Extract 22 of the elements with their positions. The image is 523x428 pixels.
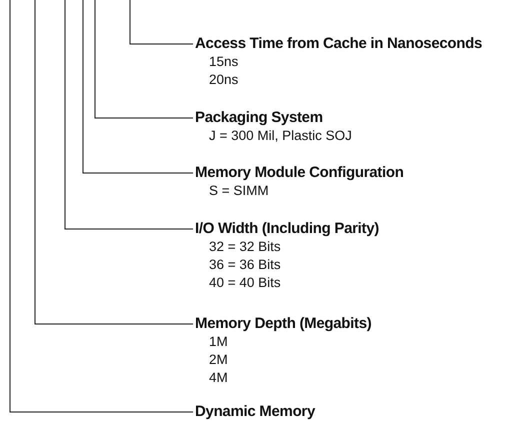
code-option: 32 = 32 Bits — [209, 239, 281, 255]
leader-line — [34, 0, 194, 324]
code-option: 36 = 36 Bits — [209, 257, 281, 273]
code-option: 40 = 40 Bits — [209, 275, 281, 291]
field-heading: Memory Depth (Megabits) — [195, 315, 372, 333]
leader-line — [130, 0, 194, 44]
code-option: 15ns — [209, 54, 238, 70]
leader-line — [10, 0, 194, 412]
code-option: 2M — [209, 352, 228, 368]
code-option: 4M — [209, 370, 228, 386]
leader-line — [64, 0, 194, 230]
field-heading: I/O Width (Including Parity) — [195, 220, 379, 238]
leader-line — [82, 0, 194, 174]
field-heading: Packaging System — [195, 109, 323, 127]
leader-line — [94, 0, 194, 118]
code-option: J = 300 Mil, Plastic SOJ — [209, 128, 352, 144]
code-option: 20ns — [209, 72, 238, 88]
field-heading: Memory Module Configuration — [195, 164, 404, 182]
field-heading: Dynamic Memory — [195, 403, 316, 421]
field-heading: Access Time from Cache in Nanoseconds — [195, 35, 482, 53]
code-option: S = SIMM — [209, 183, 269, 199]
code-option: 1M — [209, 334, 228, 350]
